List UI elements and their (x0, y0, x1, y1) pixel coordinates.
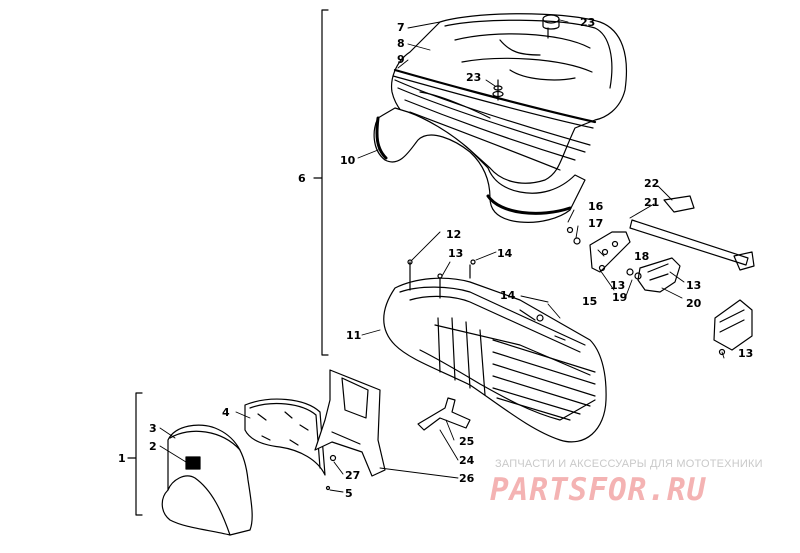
callout-8: 8 (397, 37, 405, 50)
lid-knob (542, 14, 560, 39)
callout-13-right: 13 (738, 347, 754, 360)
callout-20: 20 (686, 297, 702, 310)
callout-24: 24 (459, 454, 475, 467)
backrest-emblem (185, 456, 201, 470)
callout-23-mid: 23 (466, 71, 482, 84)
mounting-rail (629, 195, 755, 271)
callout-2: 2 (149, 440, 157, 453)
knob-hardware (492, 79, 504, 101)
callout-13-center: 13 (448, 247, 464, 260)
bracket-group-6 (313, 9, 329, 356)
lid-seal (393, 68, 597, 124)
bracket-group-1 (127, 392, 143, 516)
callout-21: 21 (644, 196, 660, 209)
callout-13-rail: 13 (686, 279, 702, 292)
lid-liner (373, 107, 586, 223)
callout-23-top: 23 (580, 16, 596, 29)
callout-25: 25 (459, 435, 475, 448)
callout-13-latch: 13 (610, 279, 626, 292)
watermark-brand: PARTSFOR.RU (490, 472, 707, 508)
callout-26: 26 (459, 472, 475, 485)
callout-12: 12 (446, 228, 462, 241)
callout-16: 16 (588, 200, 604, 213)
callout-17: 17 (588, 217, 604, 230)
callout-11: 11 (346, 329, 362, 342)
hardware-bolts (325, 226, 726, 491)
hinge-plate (589, 231, 631, 273)
callout-4: 4 (222, 406, 230, 419)
storage-tub (383, 277, 607, 443)
storage-lid (390, 13, 628, 184)
callout-14-top: 14 (497, 247, 513, 260)
callout-27: 27 (345, 469, 361, 482)
callout-9: 9 (397, 53, 405, 66)
support-bracket (417, 397, 471, 431)
callout-5: 5 (345, 487, 353, 500)
backrest-pad (161, 424, 253, 536)
callout-7: 7 (397, 21, 405, 34)
callout-22: 22 (644, 177, 660, 190)
backrest-frame (244, 398, 326, 476)
latch-assembly (637, 257, 681, 293)
callout-3: 3 (149, 422, 157, 435)
callout-15: 15 (582, 295, 598, 308)
callout-18: 18 (634, 250, 650, 263)
callout-6: 6 (298, 172, 306, 185)
callout-14-mid: 14 (500, 289, 516, 302)
callout-19: 19 (612, 291, 628, 304)
mounting-bracket (314, 369, 386, 477)
watermark-subtitle: ЗАПЧАСТИ И АКСЕССУАРЫ ДЛЯ МОТОТЕХНИКИ (495, 458, 763, 470)
latch-bracket (713, 299, 753, 351)
callout-1: 1 (118, 452, 126, 465)
leader-lines (159, 19, 725, 493)
lid-trim (392, 75, 594, 129)
callout-10: 10 (340, 154, 356, 167)
